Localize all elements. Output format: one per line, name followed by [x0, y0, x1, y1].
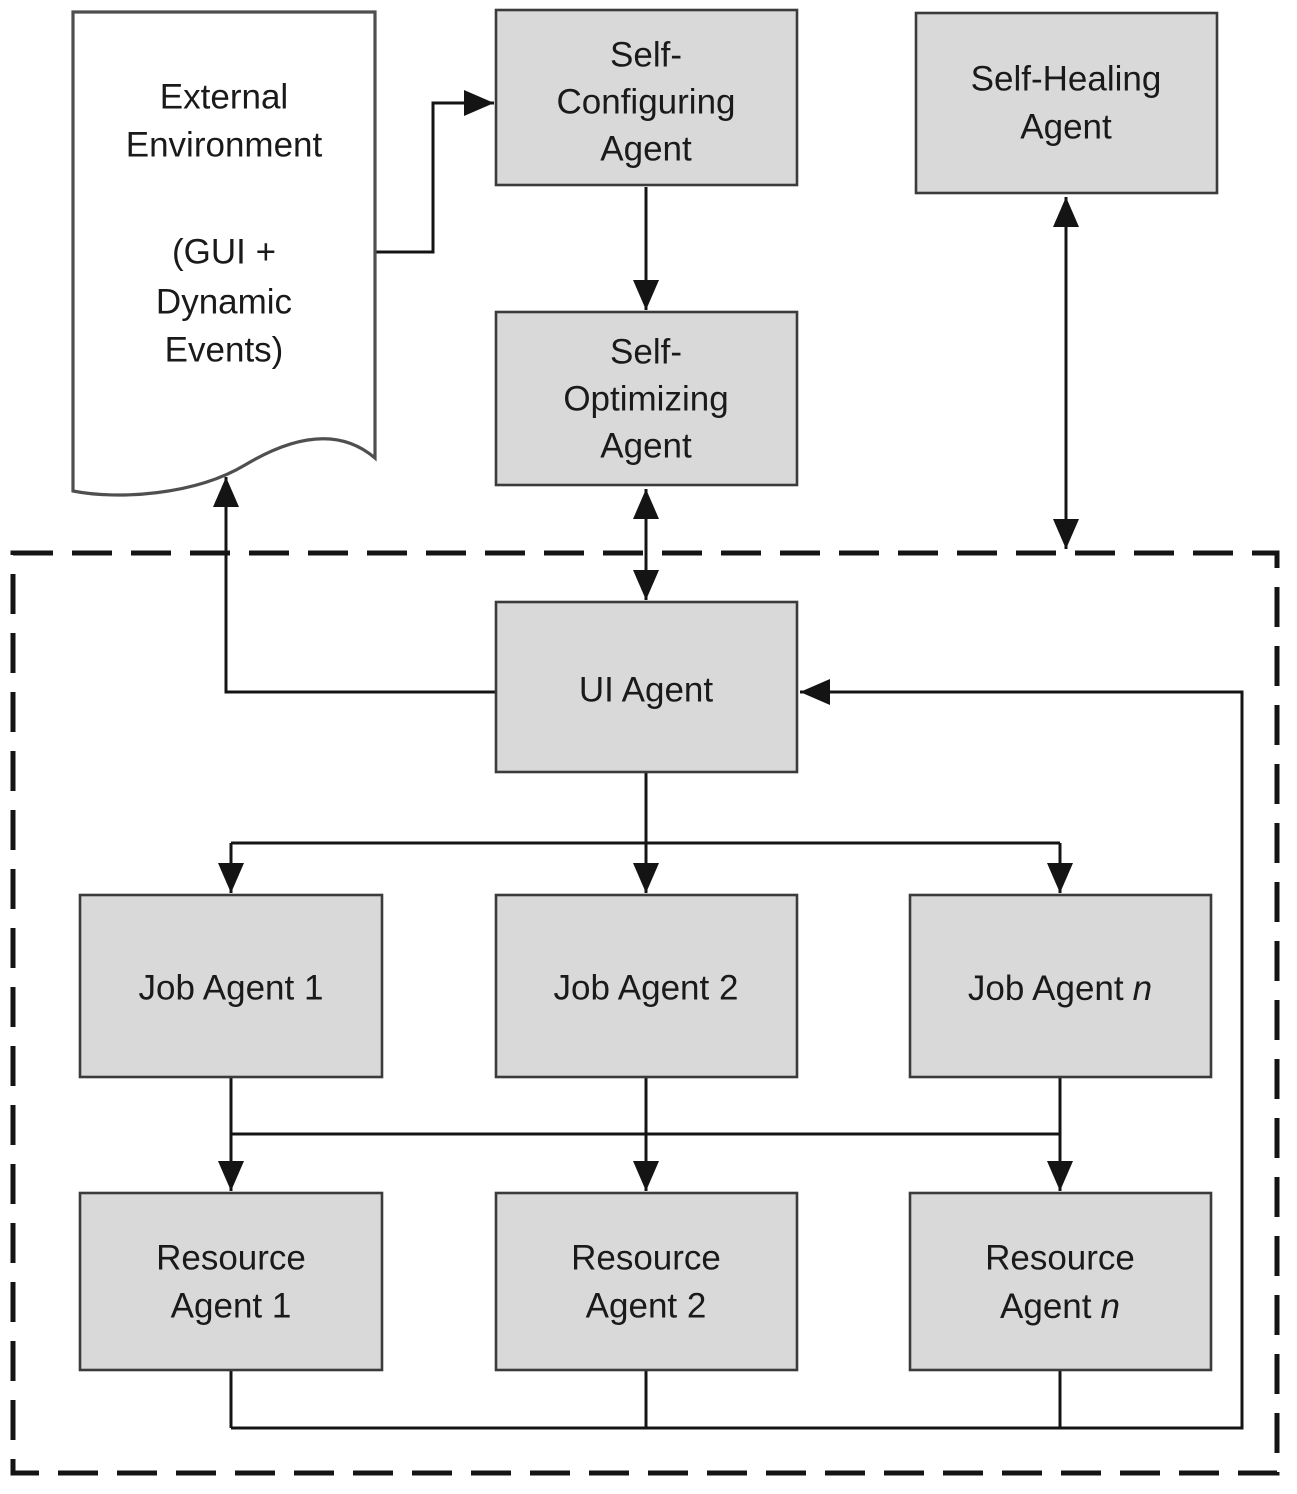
- job-agent-n-variable: n: [1133, 969, 1152, 1008]
- resource-agent-2-box: [494, 1191, 799, 1372]
- document-shape: [71, 10, 377, 497]
- resource-agent-1-label: Resource: [156, 1239, 306, 1278]
- resource-agent-n-variable: n: [1101, 1287, 1120, 1326]
- agent-system-boundary: [10, 550, 1280, 1476]
- self-configuring-box: [494, 8, 799, 187]
- job-agent-1-label: Job Agent 1: [139, 969, 324, 1008]
- external-environment-label: Dynamic: [156, 283, 292, 322]
- self-configuring-label: Agent: [600, 130, 692, 169]
- node-resource-agent-2: Resource Agent 2: [494, 1191, 799, 1372]
- self-healing-label: Self-Healing: [971, 60, 1162, 99]
- self-optimizing-label: Agent: [600, 427, 692, 466]
- job-agent-2-label: Job Agent 2: [554, 969, 739, 1008]
- resource-agent-n-label: Resource: [985, 1239, 1135, 1278]
- external-environment-label: (GUI +: [172, 233, 276, 272]
- ui-agent-box: [494, 600, 799, 774]
- node-external-environment: External Environment (GUI + Dynamic Even…: [71, 10, 377, 497]
- self-configuring-label: Self-: [610, 36, 682, 75]
- node-self-healing-agent: Self-Healing Agent: [914, 11, 1219, 195]
- job-agent-2-box: [494, 893, 799, 1079]
- resource-agent-2-label: Resource: [571, 1239, 721, 1278]
- resource-agent-1-label: Agent 1: [171, 1287, 292, 1326]
- external-environment-label: External: [160, 78, 288, 117]
- resource-agent-n-box: [908, 1191, 1213, 1372]
- ui-agent-label: UI Agent: [579, 671, 714, 710]
- job-agent-n-prefix: Job Agent: [968, 969, 1124, 1008]
- edge-ui-to-external-environment: [213, 477, 496, 694]
- resource-agent-2-label: Agent 2: [586, 1287, 707, 1326]
- resource-agent-1-box: [78, 1191, 384, 1372]
- self-optimizing-label: Optimizing: [563, 380, 728, 419]
- edge-resources-to-ui-feedback: [231, 679, 1244, 1430]
- edge-ui-to-jobs-bus: [231, 772, 1060, 845]
- resource-agent-n-prefix: Agent: [1000, 1287, 1092, 1326]
- node-job-agent-2: Job Agent 2: [494, 893, 799, 1079]
- node-resource-agent-1: Resource Agent 1: [78, 1191, 384, 1372]
- external-environment-label: Events): [165, 331, 284, 370]
- job-agent-1-box: [78, 893, 384, 1079]
- node-ui-agent: UI Agent: [494, 600, 799, 774]
- self-configuring-label: Configuring: [557, 83, 736, 122]
- self-optimizing-label: Self-: [610, 333, 682, 372]
- edge-external-to-self-configuring: [375, 90, 494, 254]
- external-environment-label: Environment: [126, 126, 323, 165]
- job-agent-n-box: [908, 893, 1213, 1079]
- node-job-agent-1: Job Agent 1: [78, 893, 384, 1079]
- self-healing-box: [914, 11, 1219, 195]
- node-self-optimizing-agent: Self- Optimizing Agent: [494, 310, 799, 487]
- node-self-configuring-agent: Self- Configuring Agent: [494, 8, 799, 187]
- self-optimizing-box: [494, 310, 799, 487]
- self-healing-label: Agent: [1020, 108, 1112, 147]
